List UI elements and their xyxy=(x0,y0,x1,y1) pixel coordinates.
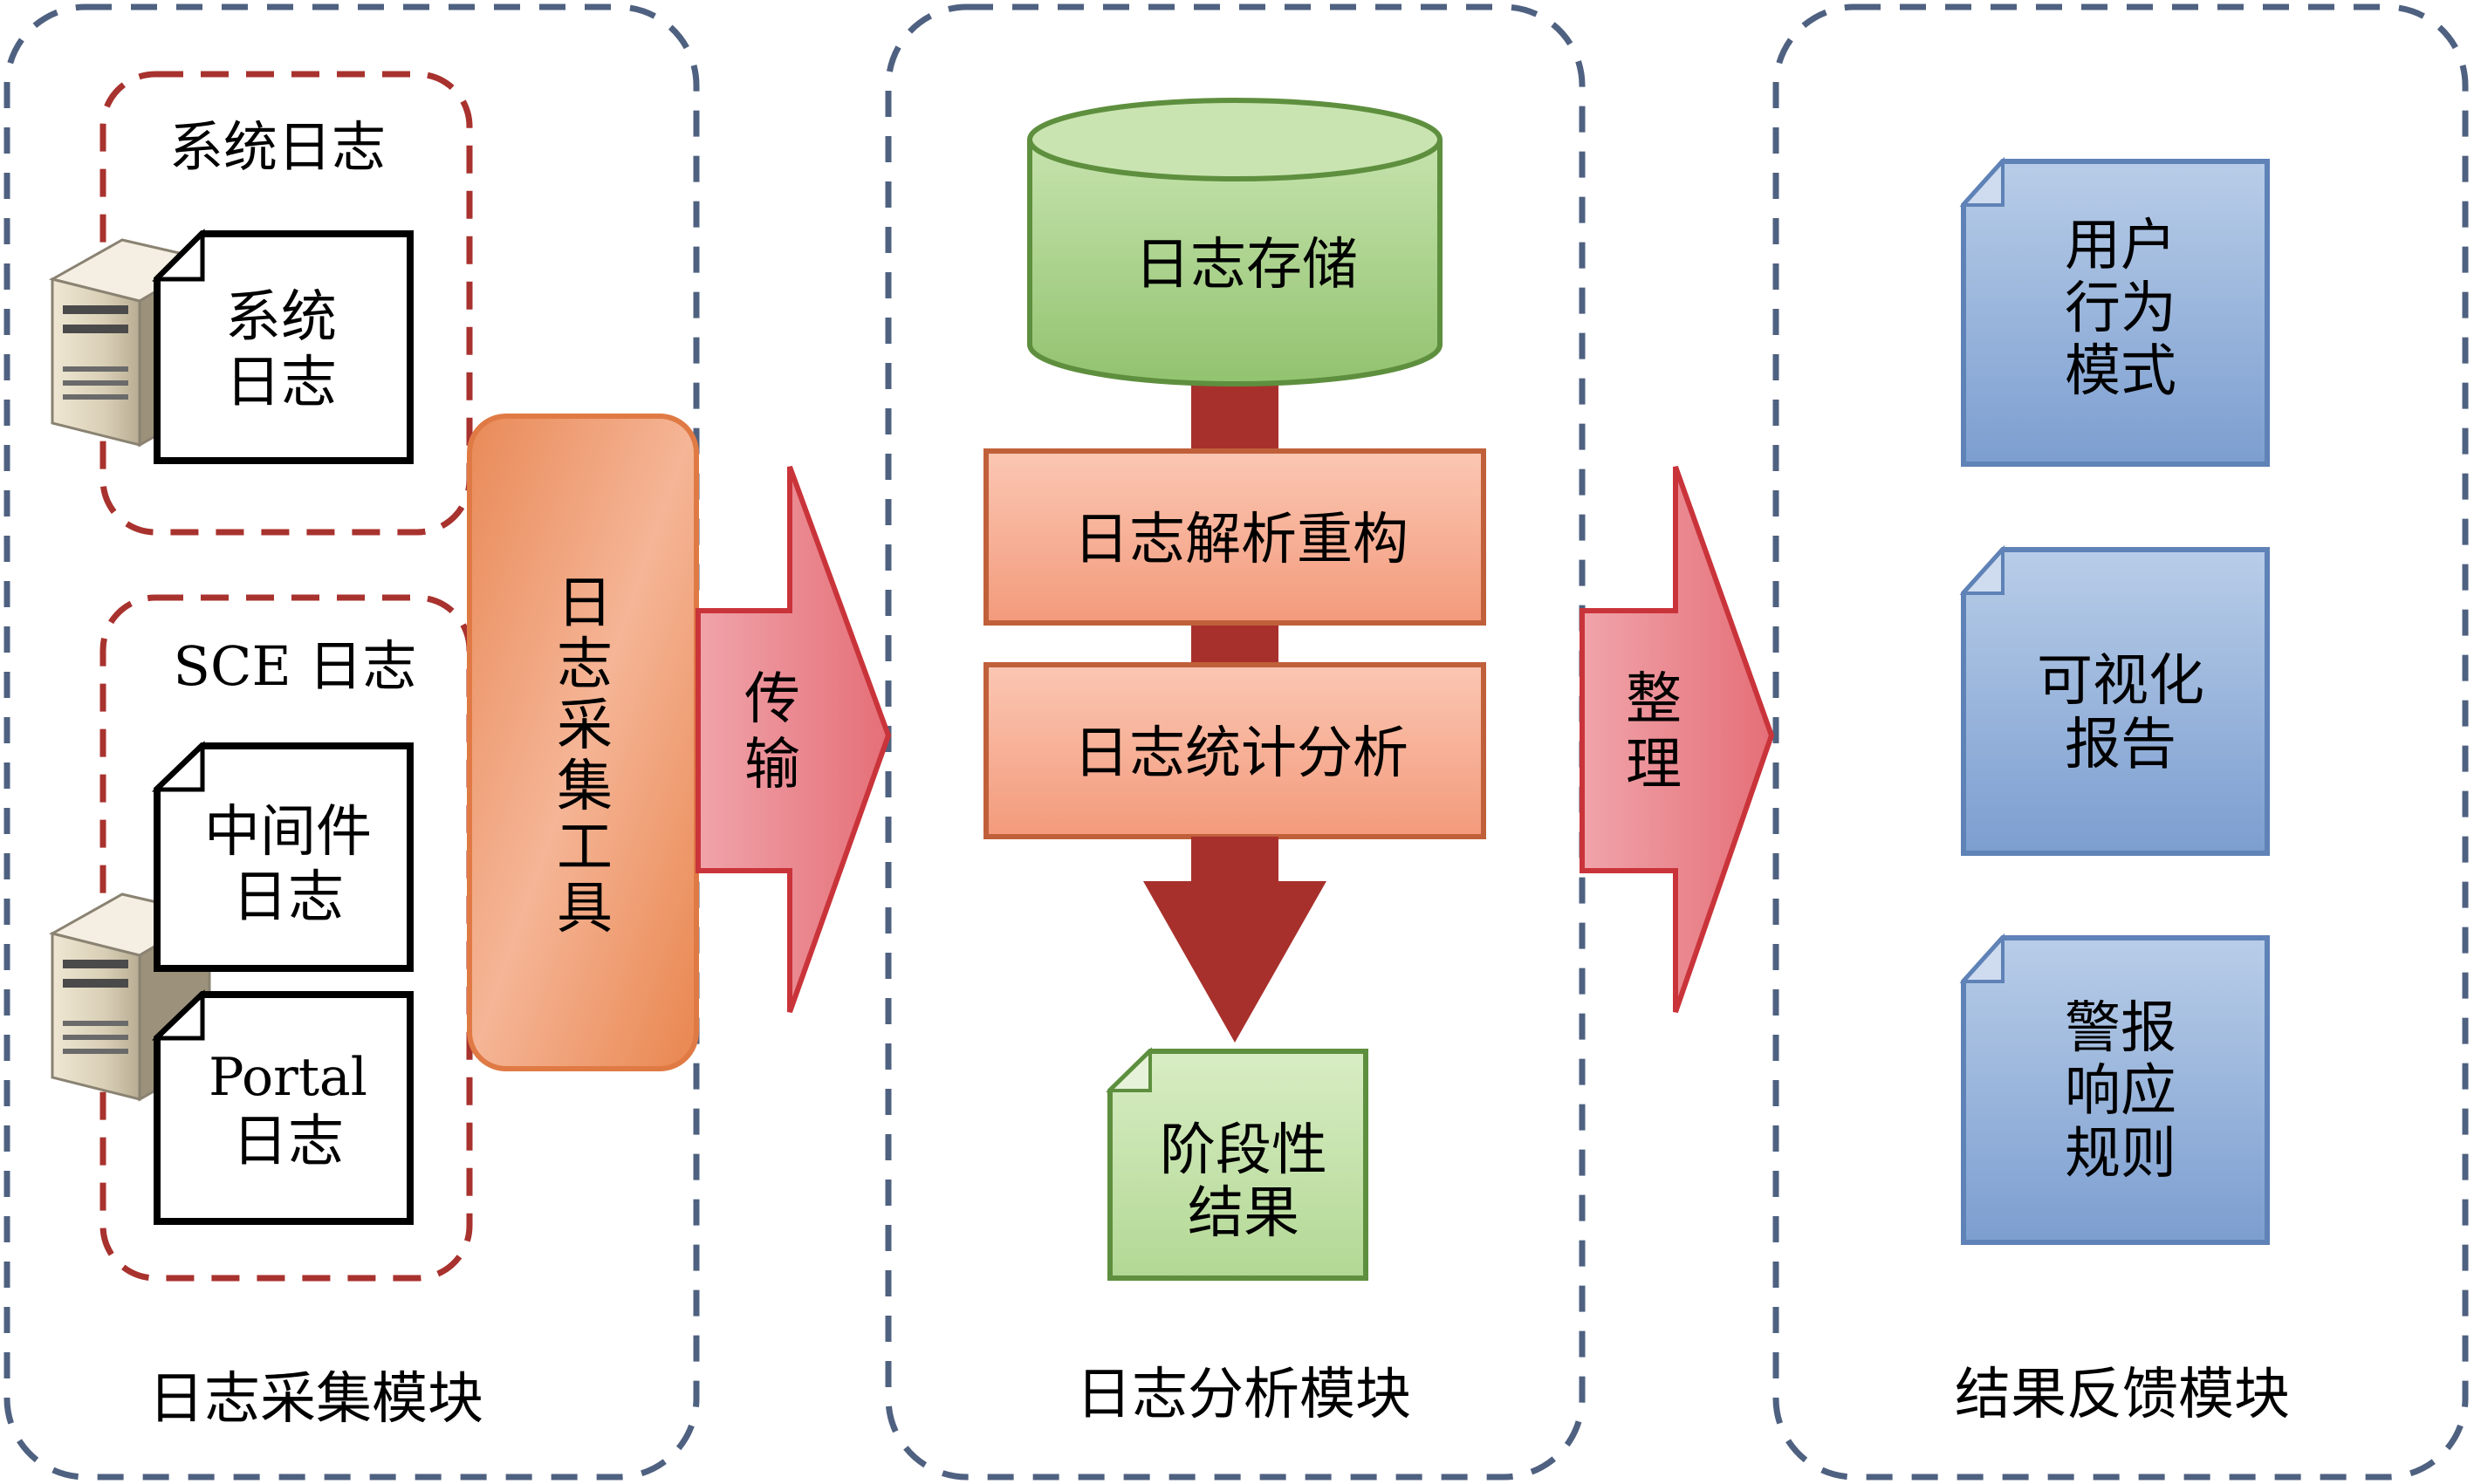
organize-arrow xyxy=(1580,465,1775,1013)
storage-to-parse-connector xyxy=(1191,375,1278,454)
svg-text:志: 志 xyxy=(557,633,613,697)
portal-log-doc-line1: Portal xyxy=(209,1047,367,1108)
visual-report-document xyxy=(1959,544,2270,856)
system-log-group xyxy=(99,71,473,536)
feedback-module-title: 结果反馈模块 xyxy=(1955,1363,2290,1427)
svg-text:传: 传 xyxy=(744,667,800,732)
analysis-down-arrow xyxy=(1143,837,1326,1043)
phase-result-line1: 阶段性 xyxy=(1160,1118,1327,1183)
svg-text:具: 具 xyxy=(557,877,613,941)
log-parse-label: 日志解析重构 xyxy=(1073,508,1408,572)
svg-text:输: 输 xyxy=(744,733,800,797)
sce-log-group-label: SCE 日志 xyxy=(174,634,417,698)
system-log-doc-line1: 系统 xyxy=(225,285,337,350)
svg-text:用户: 用户 xyxy=(2065,214,2176,278)
visual-report-label: 可视化 报告 xyxy=(2037,649,2204,777)
parse-to-stats-connector xyxy=(1191,621,1278,665)
system-log-doc-line2: 日志 xyxy=(225,351,337,415)
log-collection-tool-label: 日 志 采 集 工 具 xyxy=(557,571,613,941)
portal-log-document xyxy=(151,989,414,1225)
svg-text:理: 理 xyxy=(1626,733,1682,797)
analysis-module-title: 日志分析模块 xyxy=(1076,1363,1411,1427)
transmit-arrow-label: 传 输 xyxy=(744,667,800,797)
svg-text:模式: 模式 xyxy=(2065,339,2176,404)
svg-text:报告: 报告 xyxy=(2065,713,2176,777)
log-parse-box xyxy=(983,448,1486,626)
log-stats-label: 日志统计分析 xyxy=(1073,721,1408,786)
svg-text:采: 采 xyxy=(557,694,613,758)
feedback-module-container xyxy=(1772,3,2469,1481)
middleware-log-document xyxy=(151,741,414,972)
svg-text:工: 工 xyxy=(557,816,613,880)
collection-module-title: 日志采集模块 xyxy=(148,1367,483,1432)
phase-result-document xyxy=(1106,1047,1368,1281)
transmit-arrow xyxy=(696,465,892,1014)
user-behavior-label: 用户 行为 模式 xyxy=(2065,214,2176,404)
svg-text:响应: 响应 xyxy=(2065,1059,2176,1124)
svg-text:日: 日 xyxy=(557,571,613,636)
svg-text:可视化: 可视化 xyxy=(2037,649,2204,714)
svg-text:集: 集 xyxy=(557,755,613,819)
alert-rules-label: 警报 响应 规则 xyxy=(2065,996,2176,1187)
system-log-group-label: 系统日志 xyxy=(169,115,386,179)
svg-text:行为: 行为 xyxy=(2065,277,2176,341)
collection-module-container xyxy=(3,3,700,1481)
organize-arrow-label: 整 理 xyxy=(1626,667,1682,797)
svg-text:规则: 规则 xyxy=(2065,1122,2176,1187)
alert-rules-document xyxy=(1959,933,2270,1245)
portal-log-doc-line2: 日志 xyxy=(232,1110,344,1174)
middleware-log-doc-line1: 中间件 xyxy=(204,800,372,865)
phase-result-line2: 结果 xyxy=(1188,1181,1299,1246)
log-storage-label: 日志存储 xyxy=(1134,233,1358,297)
middleware-log-doc-line2: 日志 xyxy=(232,865,344,930)
svg-text:警报: 警报 xyxy=(2065,996,2176,1061)
svg-text:整: 整 xyxy=(1626,667,1682,732)
user-behavior-document xyxy=(1959,156,2270,467)
log-storage-cylinder xyxy=(1027,98,1443,386)
system-log-document xyxy=(151,228,414,464)
log-stats-box xyxy=(983,662,1486,839)
